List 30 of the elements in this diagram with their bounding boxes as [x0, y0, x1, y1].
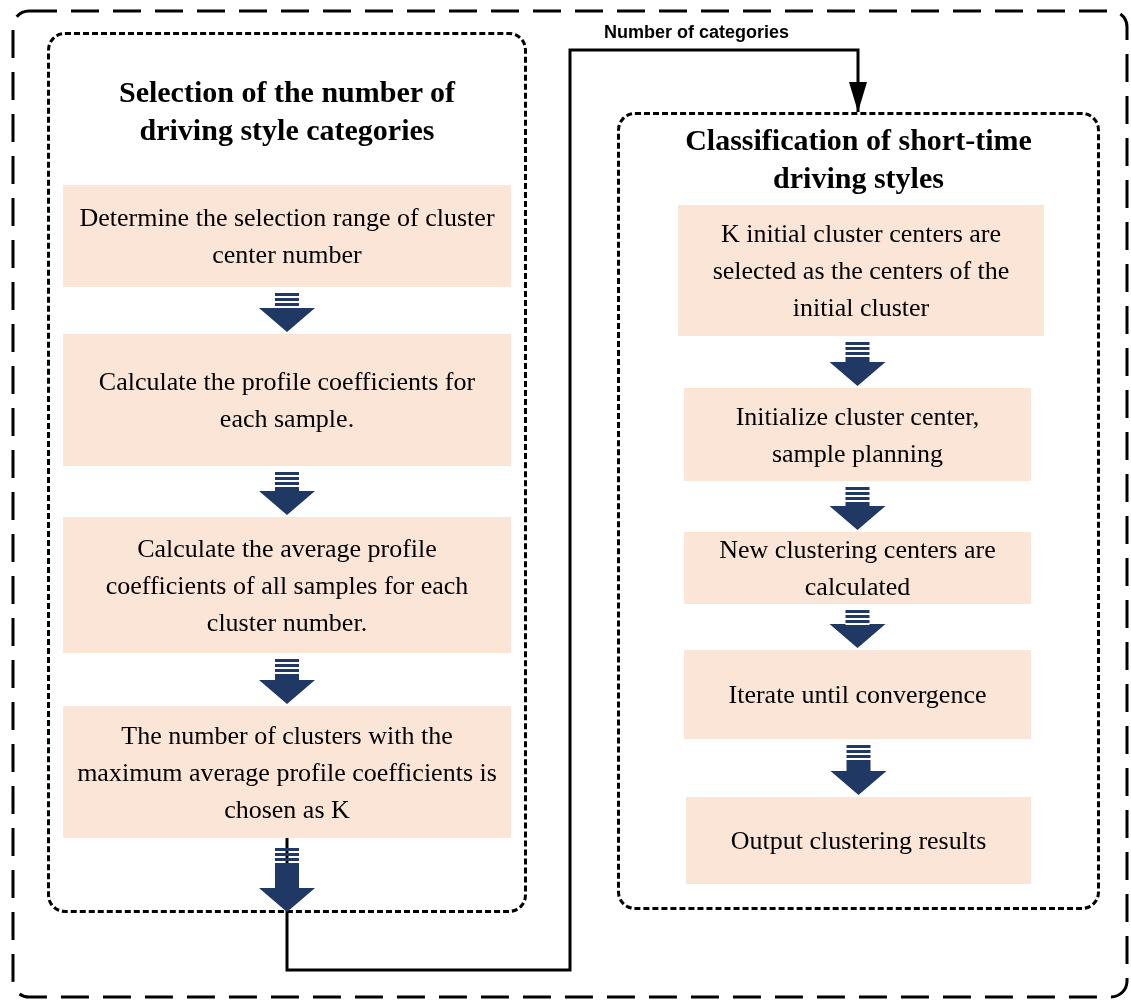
group-title: Classification of short-time driving styles [684, 122, 1033, 196]
process-box [63, 185, 511, 287]
step-text: Calculate the average profile coefficients of all samples for each cluster number. [104, 532, 470, 639]
dashed-group-frame [47, 32, 527, 913]
block-arrow [829, 487, 886, 530]
step-text: The number of clusters with the maximum average profile coefficients is chosen as K [76, 719, 498, 826]
step-text: Initialize cluster center, sample planning [734, 400, 981, 470]
process-box [678, 205, 1044, 336]
block-arrow [259, 659, 315, 704]
block-arrow [259, 472, 315, 515]
process-box [686, 797, 1031, 884]
process-box [684, 532, 1031, 604]
block-arrow [259, 293, 315, 332]
group-title: Selection of the number of driving style categories [117, 74, 457, 148]
block-arrow [829, 610, 886, 648]
step-text: Output clustering results [730, 825, 987, 857]
step-text: K initial cluster centers are selected as the centers of the initial cluster [711, 218, 1011, 324]
step-text: New clustering centers are calculated [718, 534, 997, 603]
step-text: Determine the selection range of cluster center number [78, 202, 496, 271]
process-box [684, 650, 1031, 739]
process-box [63, 334, 511, 466]
step-text: Calculate the profile coefficients for each sample. [97, 366, 477, 435]
process-box [684, 388, 1031, 481]
connector-line [285, 48, 867, 972]
process-box [63, 706, 511, 838]
block-arrow [830, 745, 887, 795]
block-arrow [829, 342, 886, 386]
dashed-group-frame [617, 112, 1100, 910]
step-text: Iterate until convergence [728, 679, 987, 711]
process-box [63, 517, 511, 653]
